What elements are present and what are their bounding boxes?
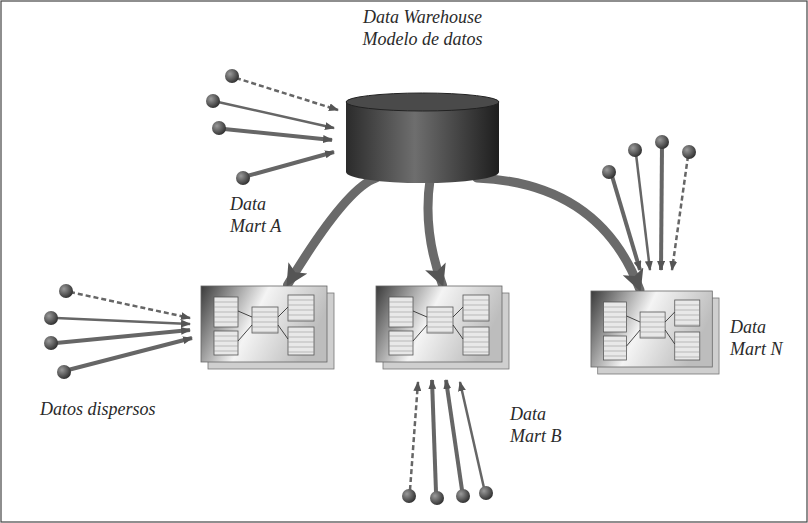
- data-mart-node: Data Mart N: [590, 290, 720, 375]
- flow-arrow: [477, 178, 640, 290]
- data-mart-image: [590, 290, 720, 375]
- flow-arrow: [288, 178, 377, 285]
- data-mart-node: Data Mart A: [200, 285, 335, 370]
- data-mart-image: [200, 285, 335, 370]
- data-arrows: [56, 78, 688, 492]
- flow-arrow: [428, 178, 443, 285]
- data-dots: [44, 69, 696, 505]
- node-label: Data Mart A: [230, 193, 300, 237]
- warehouse-node: Data Warehouse Modelo de datos: [345, 92, 500, 184]
- data-mart-node: Data Mart B: [375, 285, 510, 370]
- node-label: Data Warehouse Modelo de datos: [335, 6, 510, 50]
- node-label: Data Mart N: [730, 316, 800, 360]
- node-label: Data Mart B: [510, 403, 580, 447]
- free-label: Datos dispersos: [40, 398, 156, 420]
- warehouse-cylinder: [345, 92, 500, 184]
- data-mart-image: [375, 285, 510, 370]
